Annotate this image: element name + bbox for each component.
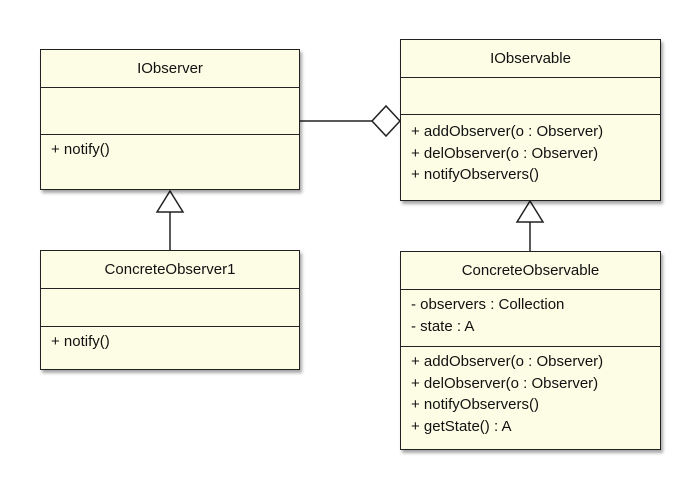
class-name: IObserver <box>41 50 299 88</box>
operations-compartment: + notify() <box>41 135 299 165</box>
class-concrete-observer[interactable]: ConcreteObserver1 + notify() <box>40 250 300 370</box>
attribute: - state : A <box>411 317 475 335</box>
attribute: - observers : Collection <box>411 296 565 313</box>
operations-compartment: + notify() <box>41 327 299 357</box>
class-name: ConcreteObserver1 <box>41 251 299 289</box>
operation: + notifyObservers() <box>411 166 539 183</box>
class-iobserver[interactable]: IObserver + notify() <box>40 49 300 190</box>
attributes-compartment: - observers : Collection - state : A <box>401 290 660 347</box>
class-name: IObservable <box>401 40 660 78</box>
aggregation-diamond <box>370 104 402 138</box>
class-concrete-observable[interactable]: ConcreteObservable - observers : Collect… <box>400 251 661 450</box>
operations-compartment: + addObserver(o : Observer) + delObserve… <box>401 115 660 190</box>
attributes-compartment <box>41 88 299 135</box>
operation: + addObserver(o : Observer) <box>411 353 604 370</box>
generalization-arrowhead-observer <box>155 189 185 213</box>
operation: + notifyObservers() <box>411 396 539 413</box>
operation: + delObserver(o : Observer) <box>411 374 599 392</box>
operation: + getState() : A <box>411 417 512 435</box>
class-name: ConcreteObservable <box>401 252 660 290</box>
operation: + notify() <box>51 141 110 158</box>
class-iobservable[interactable]: IObservable + addObserver(o : Observer) … <box>400 39 661 201</box>
operation: + addObserver(o : Observer) <box>411 123 604 140</box>
operation: + notify() <box>51 333 110 350</box>
attributes-compartment <box>41 289 299 327</box>
operation: + delObserver(o : Observer) <box>411 144 599 162</box>
generalization-arrowhead-observable <box>515 199 545 223</box>
attributes-compartment <box>401 78 660 115</box>
operations-compartment: + addObserver(o : Observer) + delObserve… <box>401 347 660 441</box>
